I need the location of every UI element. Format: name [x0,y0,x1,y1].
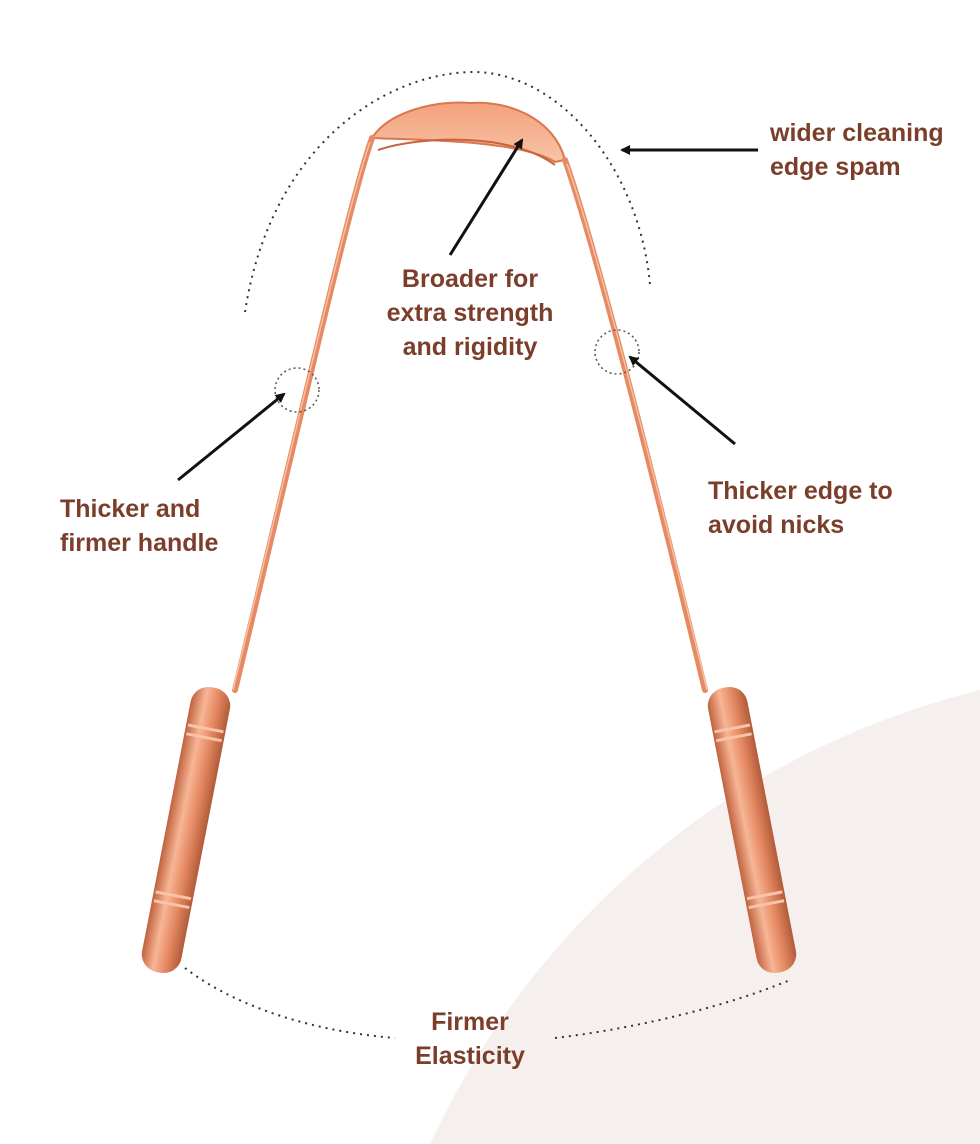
label-wider-edge: wider cleaning edge spam [770,119,944,181]
label-elasticity: Firmer Elasticity [415,1008,525,1070]
dotted-curve-right [554,979,791,1039]
arrow-thicker-handle [177,392,286,482]
label-broader: Broader for extra strength and rigidity [386,265,554,361]
scraper-left-arm [232,135,375,693]
dotted-curve-left [184,967,396,1039]
dotted-circle-right [594,329,640,375]
arrow-broader [448,138,524,256]
label-thicker-edge: Thicker edge to avoid nicks [708,477,893,539]
scraper-right-arm [562,157,708,693]
right-handle [707,686,797,974]
arrow-thicker-edge [628,355,736,446]
dotted-circle-left [274,367,320,413]
dotted-arc-top [244,70,651,313]
left-handle [141,686,231,974]
scraper-inner-edge [377,138,556,166]
background-blob [430,690,980,1144]
label-thicker-handle: Thicker and firmer handle [60,495,219,557]
